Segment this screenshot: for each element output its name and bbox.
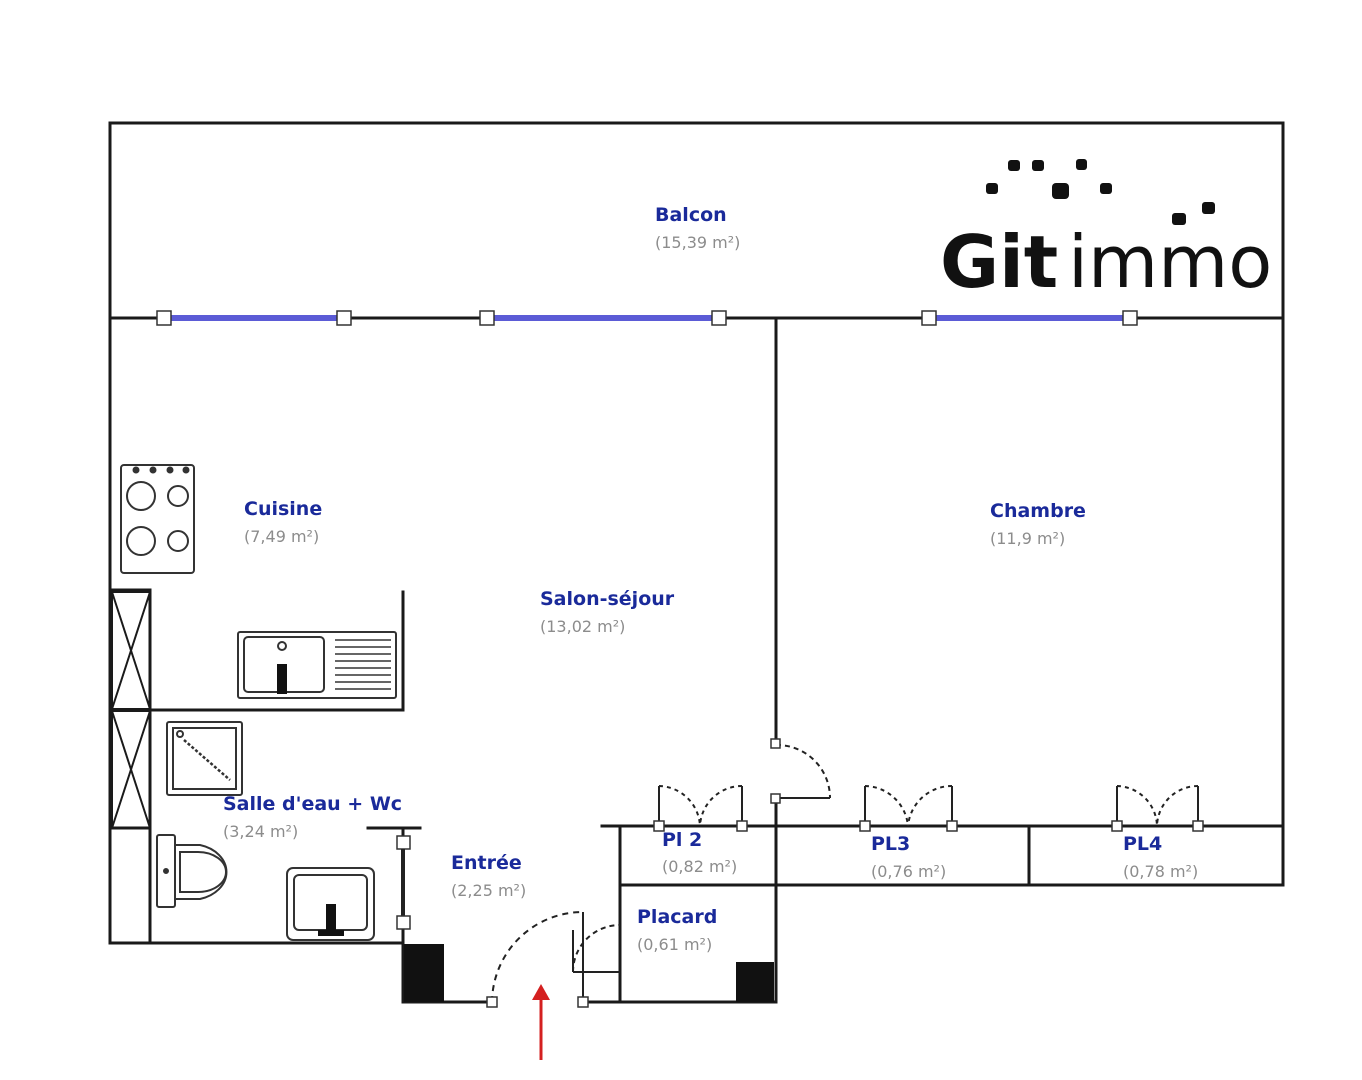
room-name-pl4: PL4 (1123, 833, 1162, 855)
door-sde (396, 835, 411, 930)
wall-block-right (736, 962, 774, 1002)
door-pl3 (859, 784, 958, 832)
door-entree (486, 911, 589, 1008)
room-name-balcon: Balcon (655, 204, 727, 226)
room-area-entree: (2,25 m²) (451, 881, 526, 900)
logo-dots (986, 159, 1215, 225)
room-name-cuisine: Cuisine (244, 498, 322, 520)
window-chambre (921, 310, 1138, 326)
window-cuisine (156, 310, 352, 326)
logo: Git immo (940, 159, 1272, 304)
room-area-cuisine: (7,49 m²) (244, 527, 319, 546)
toilet-icon (156, 834, 228, 908)
room-area-pl2: (0,82 m²) (662, 857, 737, 876)
wardrobe-columns (111, 591, 151, 829)
room-name-pl2: Pl 2 (662, 829, 702, 851)
washbasin-icon (286, 867, 375, 941)
room-area-salon: (13,02 m²) (540, 617, 625, 636)
sink-icon (237, 631, 397, 699)
room-name-entree: Entrée (451, 852, 522, 874)
shower-icon (166, 721, 243, 796)
doors (396, 738, 1204, 1008)
door-pl2 (653, 784, 748, 832)
room-name-placard: Placard (637, 906, 717, 928)
room-area-chambre: (11,9 m²) (990, 529, 1065, 548)
room-name-sde: Salle d'eau + Wc (223, 793, 402, 815)
windows (156, 310, 1138, 326)
logo-word2: immo (1068, 220, 1272, 304)
room-name-pl3: PL3 (871, 833, 910, 855)
door-pl4 (1111, 785, 1204, 832)
stove-icon (120, 464, 195, 574)
entry-arrow-icon (532, 984, 550, 1060)
room-area-balcon: (15,39 m²) (655, 233, 740, 252)
room-labels: Balcon (15,39 m²) Cuisine (7,49 m²) Cham… (223, 204, 1198, 954)
window-salon (479, 310, 727, 326)
room-area-pl3: (0,76 m²) (871, 862, 946, 881)
room-area-placard: (0,61 m²) (637, 935, 712, 954)
room-name-chambre: Chambre (990, 500, 1086, 522)
door-placard (572, 924, 621, 973)
room-area-pl4: (0,78 m²) (1123, 862, 1198, 881)
logo-word1: Git (940, 220, 1058, 304)
wall-block-left (404, 944, 444, 1002)
room-name-salon: Salon-séjour (540, 588, 675, 610)
room-area-sde: (3,24 m²) (223, 822, 298, 841)
door-chambre (770, 738, 831, 804)
